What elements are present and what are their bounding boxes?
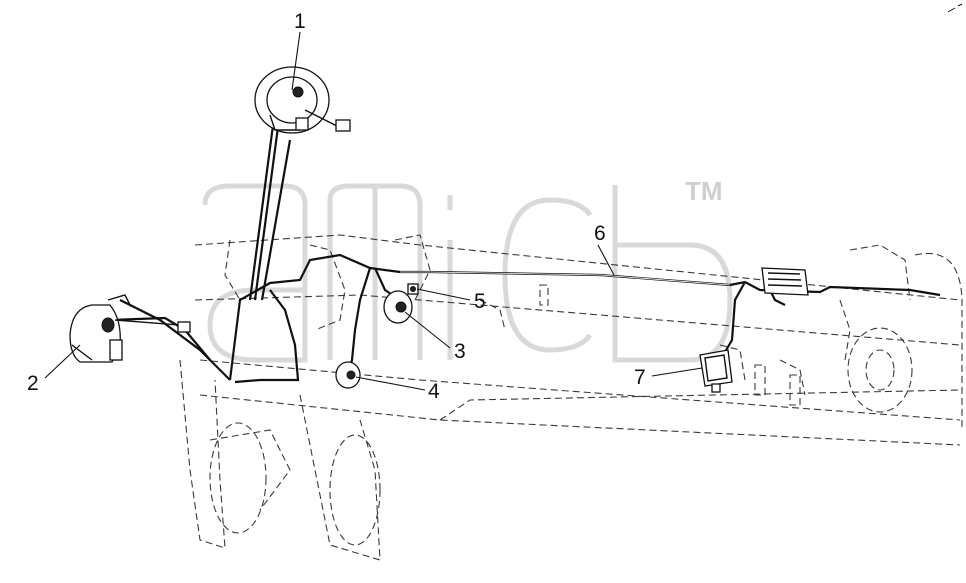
headlamp-left — [69, 294, 191, 363]
leader-2 — [44, 344, 81, 379]
leader-4 — [355, 376, 426, 391]
leader-1 — [291, 31, 301, 91]
leader-5 — [416, 288, 471, 301]
callout-5: 5 — [474, 290, 486, 313]
watermark-logo: TM — [202, 176, 733, 363]
callout-3: 3 — [454, 340, 466, 363]
rear-wheel-hub — [847, 327, 913, 413]
trademark-label: TM — [685, 176, 723, 206]
sensor-part-3 — [383, 290, 413, 324]
work-lamp-part-7 — [699, 349, 733, 393]
front-wheel-hub-right — [329, 434, 381, 546]
callout-labels: 1 2 3 4 5 6 7 — [27, 10, 646, 403]
leader-6 — [597, 244, 615, 276]
leader-7 — [651, 367, 703, 377]
callout-2: 2 — [27, 372, 39, 395]
corner-marks — [947, 3, 963, 13]
rear-connector-block — [761, 267, 809, 296]
sensor-part-4 — [335, 361, 361, 389]
leader-lines — [44, 31, 703, 391]
callout-1: 1 — [294, 10, 306, 33]
callout-6: 6 — [594, 222, 606, 245]
leader-3 — [404, 311, 451, 349]
callout-7: 7 — [634, 366, 646, 389]
connector-part-5 — [407, 283, 419, 295]
callout-4: 4 — [428, 380, 440, 403]
headlamp-upper — [254, 66, 351, 134]
front-wheel-hub — [209, 422, 267, 534]
tractor-frame-outline — [179, 234, 963, 561]
